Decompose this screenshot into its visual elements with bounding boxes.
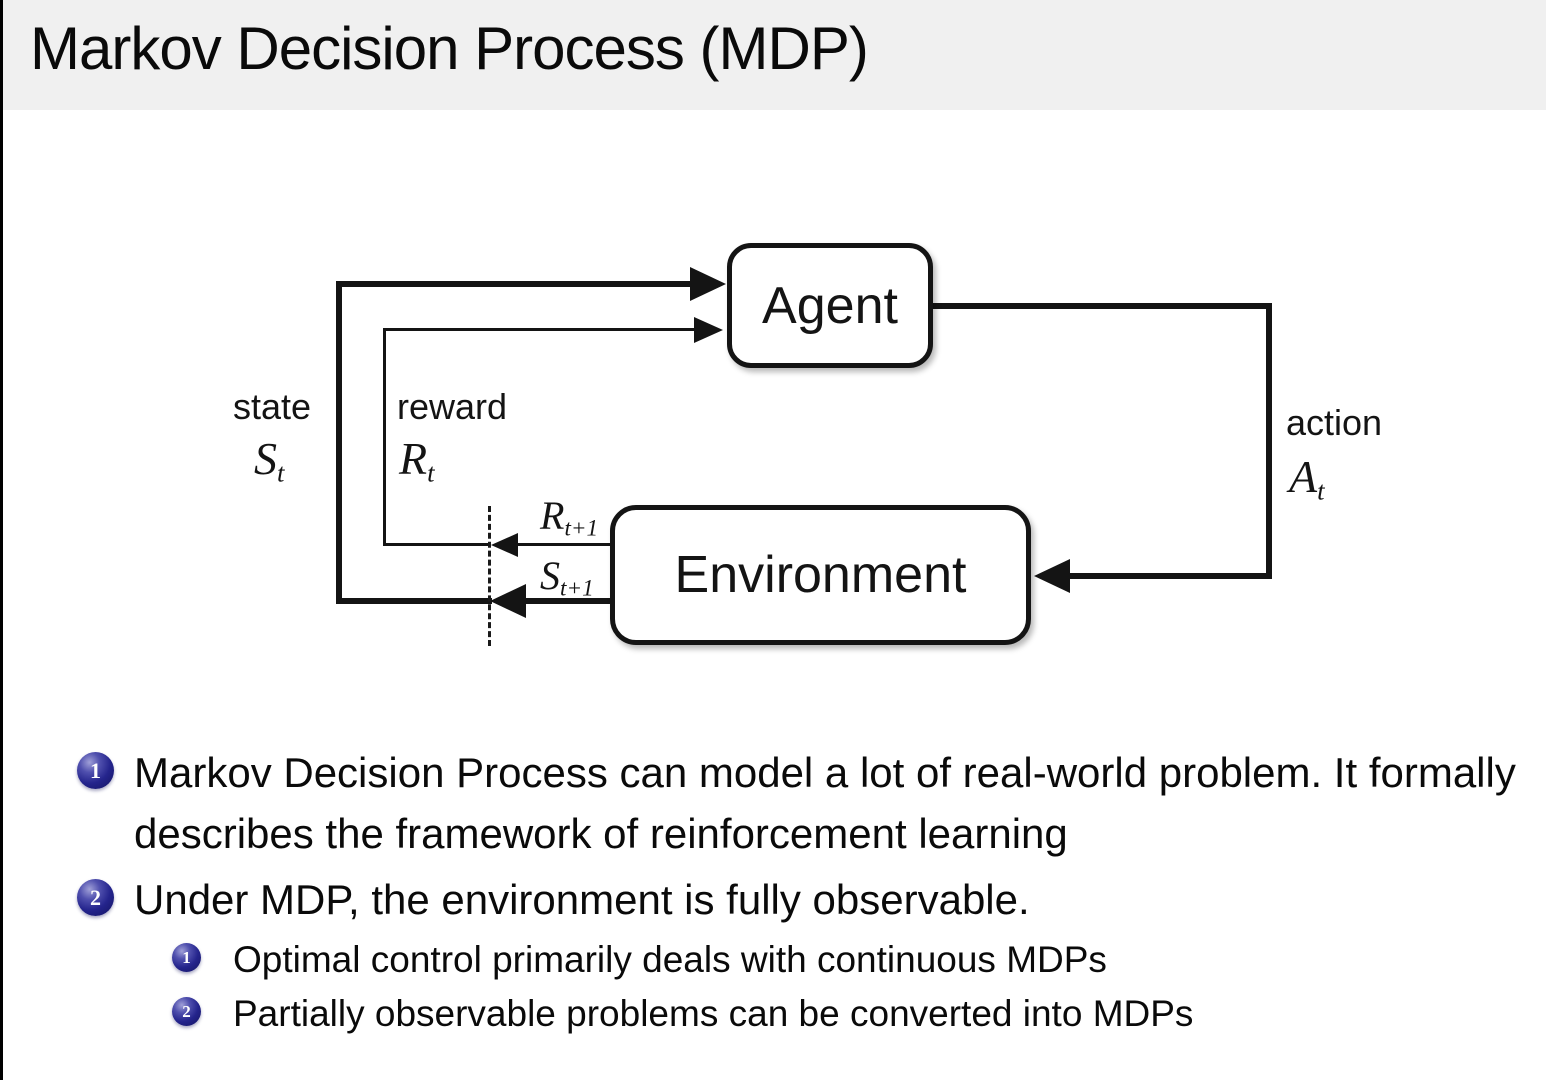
- timestep-dashed-line: [488, 506, 491, 646]
- next-state-arrowhead: [490, 584, 526, 618]
- reward-to-agent-arrowhead: [694, 317, 723, 343]
- state-line-bottom-left: [336, 598, 492, 604]
- page-title: Markov Decision Process (MDP): [30, 15, 869, 82]
- environment-node: Environment: [610, 505, 1031, 645]
- reward-line-left: [383, 328, 386, 546]
- slide-header: Markov Decision Process (MDP): [0, 0, 1546, 110]
- agent-node: Agent: [727, 243, 933, 368]
- next-state-symbol: St+1: [540, 553, 594, 602]
- reward-line-bottom-right: [517, 543, 614, 546]
- mdp-diagram: Agent Environment state St reward Rt act…: [0, 110, 1546, 720]
- next-reward-arrowhead: [491, 533, 518, 557]
- agent-label: Agent: [762, 276, 898, 335]
- bullet-1-text: Markov Decision Process can model a lot …: [134, 749, 1516, 857]
- reward-symbol: Rt: [399, 433, 435, 488]
- action-symbol: At: [1289, 451, 1325, 506]
- action-line-top: [930, 303, 1272, 309]
- action-word-label: action: [1286, 402, 1383, 443]
- state-line-left: [336, 281, 342, 604]
- sub-bullet-2-marker: 2: [172, 997, 201, 1026]
- bullet-2-marker: 2: [77, 879, 114, 916]
- sub-bullet-2-text: Partially observable problems can be con…: [233, 993, 1194, 1034]
- state-to-agent-arrowhead: [690, 267, 726, 301]
- state-line-bottom-right: [520, 598, 616, 604]
- environment-label: Environment: [674, 546, 967, 604]
- action-to-environment-arrowhead: [1034, 559, 1070, 593]
- state-line-top: [336, 281, 694, 287]
- state-word-label: state: [233, 386, 312, 427]
- slide-left-border: [0, 0, 3, 1080]
- reward-word-label: reward: [397, 386, 508, 427]
- reward-line-bottom-left: [383, 543, 491, 546]
- bullet-1-marker: 1: [77, 752, 114, 789]
- action-line-bottom: [1066, 573, 1272, 579]
- action-line-right: [1266, 303, 1272, 579]
- sub-bullet-1-marker: 1: [172, 943, 201, 972]
- reward-line-top: [383, 328, 699, 331]
- state-symbol: St: [254, 433, 285, 488]
- sub-bullet-1-text: Optimal control primarily deals with con…: [233, 939, 1107, 980]
- bullet-2-text: Under MDP, the environment is fully obse…: [134, 876, 1030, 923]
- next-reward-symbol: Rt+1: [540, 493, 599, 542]
